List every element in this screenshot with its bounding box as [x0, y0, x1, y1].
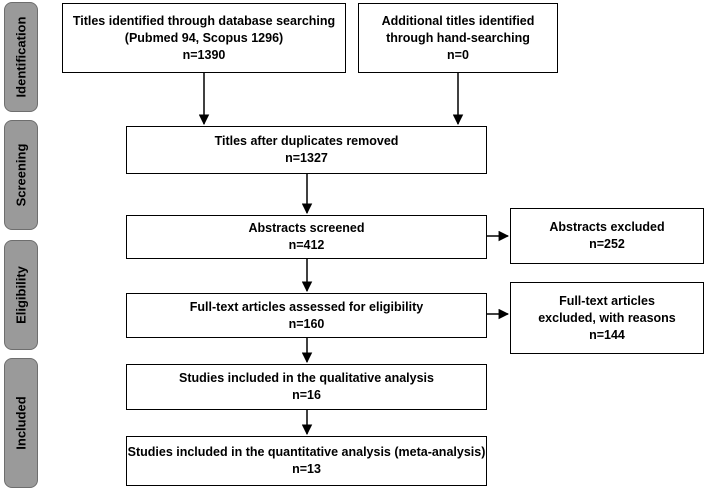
quantitative-label: Studies included in the quantitative ana…	[127, 445, 486, 459]
box-fulltext-excluded: Full-text articles excluded, with reason…	[510, 282, 704, 354]
box-quantitative: Studies included in the quantitative ana…	[126, 436, 487, 486]
fulltext-assessed-label: Full-text articles assessed for eligibil…	[189, 299, 424, 314]
quantitative-count: n=13	[292, 462, 321, 476]
fulltext-excluded-line-2: excluded, with reasons	[538, 310, 676, 325]
box-abstracts-excluded: Abstracts excluded n=252	[510, 208, 704, 264]
phase-screening: Screening	[4, 120, 38, 230]
fulltext-assessed-count: n=160	[288, 316, 325, 331]
duplicates-removed-label: Titles after duplicates removed	[214, 134, 399, 148]
fulltext-excluded-count: n=144	[589, 327, 625, 342]
duplicates-removed-count: n=1327	[285, 151, 328, 165]
database-search-line-2: (Pubmed 94, Scopus 1296)	[124, 30, 284, 45]
hand-search-count: n=0	[447, 47, 469, 62]
phase-eligibility: Eligibility	[4, 240, 38, 350]
database-search-count: n=1390	[182, 47, 226, 62]
database-search-line-1: Titles identified through database searc…	[72, 13, 336, 28]
fulltext-excluded-line-1: Full-text articles	[559, 293, 655, 308]
abstracts-screened-label: Abstracts screened	[248, 221, 365, 235]
hand-search-line-2: through hand-searching	[386, 30, 530, 45]
hand-search-line-1: Additional titles identified	[381, 13, 535, 28]
abstracts-screened-count: n=412	[288, 238, 325, 252]
box-qualitative: Studies included in the qualitative anal…	[126, 364, 487, 410]
box-hand-search: Additional titles identified through han…	[358, 3, 558, 73]
qualitative-count: n=16	[292, 388, 321, 402]
box-database-search: Titles identified through database searc…	[62, 3, 346, 73]
abstracts-excluded-label: Abstracts excluded	[549, 220, 665, 234]
phase-identification: Identification	[4, 2, 38, 112]
phase-included: Included	[4, 358, 38, 488]
abstracts-excluded-count: n=252	[589, 237, 625, 251]
box-abstracts-screened: Abstracts screened n=412	[126, 215, 487, 259]
box-fulltext-assessed: Full-text articles assessed for eligibil…	[126, 293, 487, 338]
box-duplicates-removed: Titles after duplicates removed n=1327	[126, 126, 487, 174]
qualitative-label: Studies included in the qualitative anal…	[179, 371, 434, 385]
